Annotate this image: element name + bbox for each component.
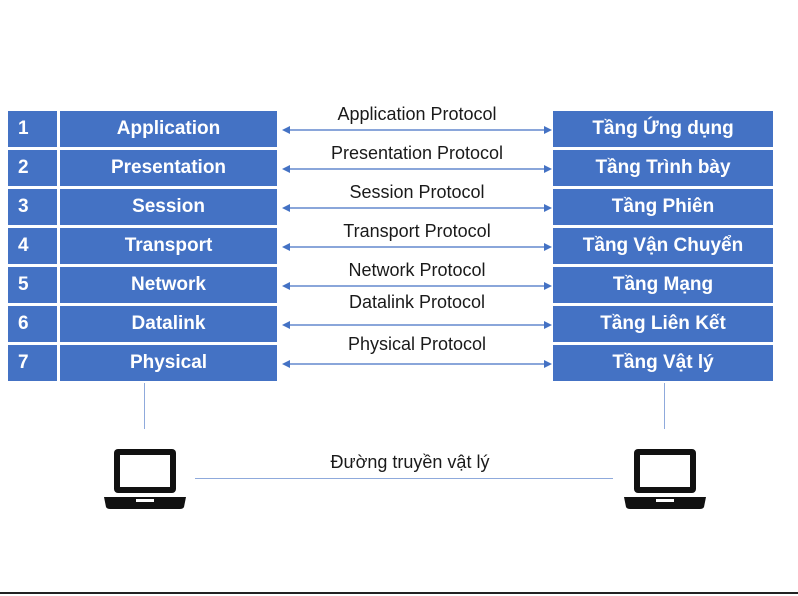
protocol-label-session: Session Protocol bbox=[349, 182, 485, 202]
physical-link-label: Đường truyền vật lý bbox=[330, 452, 490, 472]
layer-name-physical: Physical bbox=[60, 345, 277, 381]
protocol-label-physical: Physical Protocol bbox=[347, 334, 487, 354]
layer-number: 1 bbox=[8, 111, 57, 147]
layer-name-session: Session bbox=[60, 189, 277, 225]
protocol-label-presentation: Presentation Protocol bbox=[330, 143, 504, 163]
layer-number: 2 bbox=[8, 150, 57, 186]
layer-number: 6 bbox=[8, 306, 57, 342]
double-arrow-icon bbox=[282, 321, 552, 329]
layer-translation-application: Tầng Ứng dụng bbox=[553, 111, 773, 147]
layer-number: 7 bbox=[8, 345, 57, 381]
bottom-divider bbox=[0, 592, 798, 594]
layer-translation-network: Tầng Mạng bbox=[553, 267, 773, 303]
right-connector-line bbox=[664, 383, 665, 429]
laptop-icon bbox=[104, 449, 186, 509]
double-arrow-icon bbox=[282, 165, 552, 173]
layer-name-presentation: Presentation bbox=[60, 150, 277, 186]
layer-name-network: Network bbox=[60, 267, 277, 303]
double-arrow-icon bbox=[282, 126, 552, 134]
protocol-label-network: Network Protocol bbox=[348, 260, 486, 280]
laptop-icon bbox=[624, 449, 706, 509]
protocol-label-transport: Transport Protocol bbox=[343, 221, 491, 241]
layer-translation-presentation: Tầng Trình bày bbox=[553, 150, 773, 186]
protocol-label-datalink: Datalink Protocol bbox=[348, 292, 486, 312]
double-arrow-icon bbox=[282, 243, 552, 251]
layer-name-datalink: Datalink bbox=[60, 306, 277, 342]
layer-translation-transport: Tầng Vận Chuyển bbox=[553, 228, 773, 264]
layer-number: 3 bbox=[8, 189, 57, 225]
double-arrow-icon bbox=[282, 204, 552, 212]
layer-number: 5 bbox=[8, 267, 57, 303]
layer-name-transport: Transport bbox=[60, 228, 277, 264]
layer-number: 4 bbox=[8, 228, 57, 264]
layer-translation-datalink: Tầng Liên Kết bbox=[553, 306, 773, 342]
layer-translation-session: Tầng Phiên bbox=[553, 189, 773, 225]
left-connector-line bbox=[144, 383, 145, 429]
protocol-label-application: Application Protocol bbox=[337, 104, 497, 124]
layer-name-application: Application bbox=[60, 111, 277, 147]
double-arrow-icon bbox=[282, 360, 552, 368]
layer-translation-physical: Tầng Vật lý bbox=[553, 345, 773, 381]
double-arrow-icon bbox=[282, 282, 552, 290]
physical-link-line bbox=[195, 478, 613, 479]
